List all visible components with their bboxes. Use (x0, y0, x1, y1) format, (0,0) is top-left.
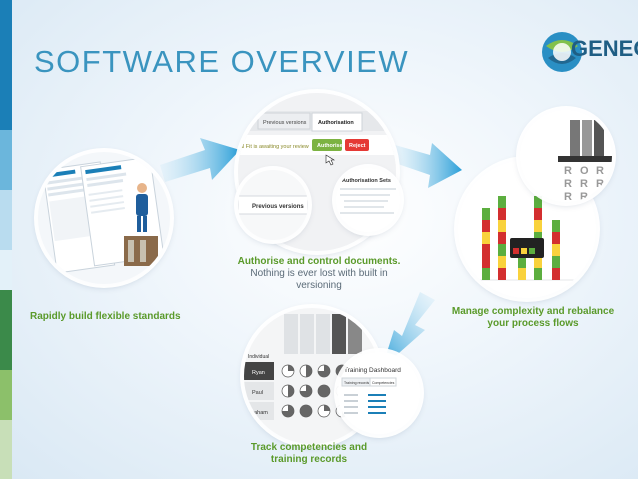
standards-screenshot (38, 152, 170, 284)
competency-pie-icon[interactable] (281, 384, 295, 398)
reject-button[interactable] (345, 139, 369, 151)
grid-letter: R (596, 178, 604, 190)
logo-text: GENEO (571, 36, 638, 61)
bar-segment (534, 208, 542, 220)
bar-segment (498, 196, 506, 208)
caption-authorise-line: versioning (296, 280, 342, 291)
logo-globe-icon (542, 32, 582, 72)
competency-pie-icon[interactable] (281, 364, 295, 378)
bar-segment (552, 232, 560, 244)
tab-previous-versions[interactable]: Previous versions (263, 120, 307, 126)
bar-segment (552, 256, 560, 268)
cursor-hand-icon (325, 154, 336, 166)
caption-authorise-line: Authorise and control documents. (237, 256, 401, 267)
caption-complexity-line: your process flows (487, 318, 579, 329)
bar-segment (482, 244, 490, 256)
bar-segment (534, 196, 542, 208)
competency-pie-icon[interactable] (299, 404, 313, 418)
bar-segment (482, 208, 490, 220)
caption-authorise: Authorise and control documents. Nothing… (224, 256, 414, 292)
matrix-row-ryan[interactable]: Ryan (252, 370, 265, 376)
tab-training-records[interactable]: Training records (344, 381, 369, 385)
arrow-to-training (382, 292, 435, 368)
bar-segment (518, 268, 526, 280)
caption-complexity: Manage complexity and rebalance your pro… (443, 306, 623, 330)
bar-segment (482, 256, 490, 268)
worker-figure-icon (136, 183, 148, 232)
geneo-logo (542, 32, 582, 72)
authorise-button-label: Authorise (317, 143, 343, 149)
caption-complexity-line: Manage complexity and rebalance (451, 306, 615, 317)
process-bar-chart (458, 160, 596, 298)
bar-segment (534, 268, 542, 280)
authorise-button[interactable] (312, 139, 342, 151)
competency-pie-icon[interactable] (299, 364, 313, 378)
bar-segment (482, 220, 490, 232)
caption-competencies-line: Track competencies and (250, 442, 368, 453)
edge-segment (0, 190, 12, 250)
process-chart-screenshot (458, 160, 596, 298)
edge-segment (0, 420, 12, 479)
previous-versions-zoom: Previous versions (238, 170, 308, 240)
arrow-to-authorise (160, 138, 240, 182)
grid-letter: R (580, 191, 588, 202)
grid-letter: R (580, 178, 588, 190)
bar-segment (498, 256, 506, 268)
caption-competencies: Track competencies and training records (234, 442, 384, 466)
edge-segment (0, 290, 12, 370)
bar-segment (482, 268, 490, 280)
grid-letter: R (564, 165, 572, 177)
bar-segment (498, 244, 506, 256)
edge-segment (0, 250, 12, 290)
reject-button-label: Reject (349, 143, 366, 149)
grid-letter: R (564, 191, 572, 202)
tab-authorisation[interactable]: Authorisation (318, 120, 354, 126)
slide-title: SOFTWARE OVERVIEW (34, 44, 410, 79)
edge-segment (0, 370, 12, 420)
bar-segment (552, 268, 560, 280)
bar-segment (534, 256, 542, 268)
competency-pie-icon[interactable] (317, 364, 331, 378)
bar-segment (498, 268, 506, 280)
competency-pie-icon[interactable] (281, 404, 295, 418)
bar-segment (552, 244, 560, 256)
matrix-header-label: Individual (248, 354, 269, 360)
competency-pie-icon[interactable] (317, 404, 331, 418)
bar-segment (498, 220, 506, 232)
competency-matrix-screenshot: Individual Ryan Paul Graham (244, 308, 380, 444)
grid-letter: O (580, 165, 589, 177)
authorisation-sets-title: Authorisation Sets (342, 178, 391, 184)
training-dashboard-title: Training Dashboard (344, 367, 401, 374)
bar-segment (552, 220, 560, 232)
bar-segment (518, 256, 526, 268)
bar-segment (498, 232, 506, 244)
caption-authorise-line: Nothing is ever lost with built in (250, 268, 388, 279)
caption-standards: Rapidly build flexible standards (30, 311, 181, 322)
edge-segment (0, 130, 12, 190)
authorisation-sets-zoom: Authorisation Sets (336, 168, 400, 232)
tab-competencies[interactable]: Competencies (372, 381, 395, 385)
edge-color-strip (0, 0, 12, 479)
bar-segment (534, 220, 542, 232)
grid-letter: R (596, 165, 604, 177)
review-banner: al Fit is awaiting your review (240, 144, 309, 150)
caption-competencies-line: training records (270, 454, 348, 465)
matrix-row-paul[interactable]: Paul (252, 390, 263, 396)
bar-segment (482, 232, 490, 244)
bar-segment (498, 208, 506, 220)
arrow-to-process (392, 143, 462, 188)
grid-letter: R (564, 178, 572, 190)
previous-versions-label[interactable]: Previous versions (252, 204, 304, 210)
matrix-row-graham[interactable]: Graham (248, 410, 268, 416)
competency-pie-icon[interactable] (299, 384, 313, 398)
competency-pie-icon[interactable] (317, 384, 331, 398)
training-dashboard-zoom: Training Dashboard Training records Comp… (338, 352, 420, 434)
edge-segment (0, 0, 12, 130)
